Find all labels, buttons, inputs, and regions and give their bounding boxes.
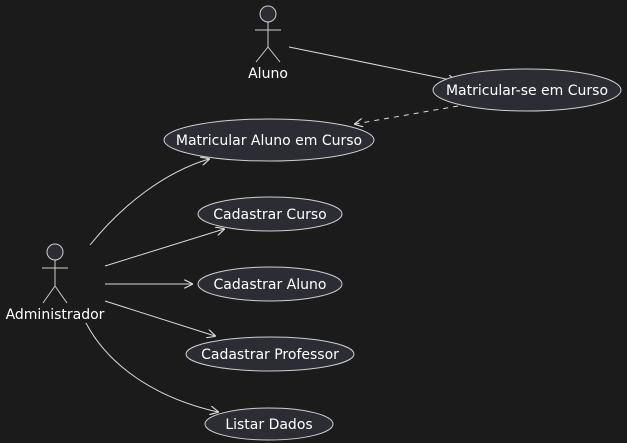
actor-administrador-label: Administrador: [6, 307, 105, 323]
actor-aluno[interactable]: Aluno: [248, 5, 288, 82]
use-case-cadastrar-professor[interactable]: Cadastrar Professor: [185, 336, 355, 372]
use-case-cadastrar-curso[interactable]: Cadastrar Curso: [197, 196, 343, 232]
relation-administrador-cadastrar-professor: [104, 300, 215, 336]
use-case-cadastrar-professor-ellipse: [185, 336, 355, 372]
relation-administrador-listar-dados: [85, 322, 218, 412]
use-case-listar-dados-ellipse: [204, 407, 334, 441]
use-case-cadastrar-aluno[interactable]: Cadastrar Aluno: [197, 266, 343, 302]
use-case-matricular-se-ellipse: [432, 68, 622, 112]
relation-administrador-cadastrar-curso: [104, 229, 224, 267]
actor-aluno-figure-icon: [255, 5, 281, 63]
relations: [85, 46, 459, 412]
use-case-matricular-aluno-ellipse: [163, 118, 375, 162]
use-case-matricular-aluno[interactable]: Matricular Aluno em Curso: [163, 118, 375, 162]
use-case-listar-dados[interactable]: Listar Dados: [204, 407, 334, 441]
use-case-matricular-se[interactable]: Matricular-se em Curso: [432, 68, 622, 112]
use-case-matricular-aluno-label: Matricular Aluno em Curso: [176, 133, 362, 149]
relation-aluno-matricular-se: [288, 46, 456, 81]
use-case-cadastrar-curso-ellipse: [197, 196, 343, 232]
use-case-cadastrar-aluno-label: Cadastrar Aluno: [214, 277, 327, 293]
use-case-matricular-se-label: Matricular-se em Curso: [446, 83, 608, 99]
use-case-cadastrar-professor-label: Cadastrar Professor: [201, 347, 339, 363]
relation-administrador-matricular-aluno: [89, 159, 209, 246]
relation-matricular-se-matricular-aluno: [355, 105, 459, 124]
use-case-cadastrar-aluno-ellipse: [197, 266, 343, 302]
actor-aluno-label: Aluno: [248, 66, 288, 82]
actor-administrador-figure-icon: [42, 243, 68, 304]
use-case-listar-dados-label: Listar Dados: [225, 417, 312, 433]
use-case-cadastrar-curso-label: Cadastrar Curso: [213, 207, 326, 223]
actor-administrador[interactable]: Administrador: [6, 243, 105, 323]
